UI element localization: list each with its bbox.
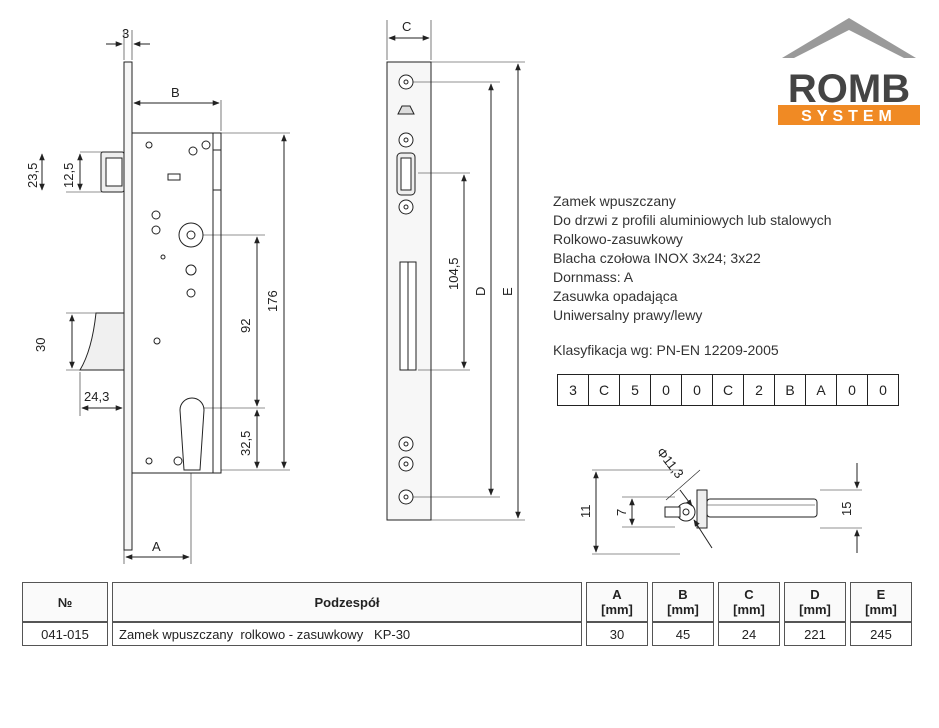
spec-table: № Podzespół A [mm] B [mm] C [mm] D [mm] … bbox=[18, 582, 916, 646]
roller-detail-view bbox=[592, 463, 862, 555]
code-cell: C bbox=[713, 375, 744, 405]
dim-E: E bbox=[500, 287, 515, 296]
dim-C: C bbox=[402, 19, 411, 34]
col-header-A: A [mm] bbox=[586, 582, 648, 622]
table-header-row: № Podzespół A [mm] B [mm] C [mm] D [mm] … bbox=[22, 582, 912, 622]
cell-B: 45 bbox=[652, 622, 714, 646]
cell-number: 041-015 bbox=[22, 622, 108, 646]
col-header-C: C [mm] bbox=[718, 582, 780, 622]
dimension-labels: 3 B C A 24,3 23,5 12,5 30 92 176 32,5 10… bbox=[25, 19, 854, 554]
code-cell: C bbox=[589, 375, 620, 405]
dim-D: D bbox=[473, 287, 488, 296]
code-cell: A bbox=[806, 375, 837, 405]
col-header-D: D [mm] bbox=[784, 582, 846, 622]
col-header-number: № bbox=[22, 582, 108, 622]
dim-phi-11-3: Φ11,3 bbox=[654, 445, 687, 482]
dim-104-5: 104,5 bbox=[446, 257, 461, 290]
classification-label: Klasyfikacja wg: PN-EN 12209-2005 bbox=[553, 342, 779, 358]
cell-A: 30 bbox=[586, 622, 648, 646]
col-header-B: B [mm] bbox=[652, 582, 714, 622]
dim-11: 11 bbox=[578, 505, 593, 519]
code-cell: B bbox=[775, 375, 806, 405]
desc-line: Uniwersalny prawy/lewy bbox=[553, 307, 703, 323]
code-cell: 0 bbox=[879, 382, 887, 398]
desc-line: Dornmass: A bbox=[553, 269, 634, 285]
code-cell: 3 bbox=[558, 375, 589, 405]
product-description: Zamek wpuszczany Do drzwi z profili alum… bbox=[553, 192, 832, 325]
code-cell: 2 bbox=[744, 375, 775, 405]
dim-176: 176 bbox=[265, 290, 280, 312]
cell-C: 24 bbox=[718, 622, 780, 646]
code-cell: 0 bbox=[651, 375, 682, 405]
desc-line: Zamek wpuszczany bbox=[553, 193, 676, 209]
cell-D: 221 bbox=[784, 622, 846, 646]
code-cell: 0 bbox=[682, 375, 713, 405]
desc-line: Zasuwka opadająca bbox=[553, 288, 678, 304]
romb-system-logo: ROMB SYSTEM bbox=[776, 16, 922, 128]
logo-text-bottom: SYSTEM bbox=[801, 108, 897, 125]
code-cell: 5 bbox=[620, 375, 651, 405]
dim-7: 7 bbox=[614, 509, 629, 516]
classification-code: 3 C 5 0 0 C 2 B A 0 0 bbox=[557, 374, 899, 406]
dim-12-5: 12,5 bbox=[61, 163, 76, 188]
col-header-part: Podzespół bbox=[112, 582, 582, 622]
dim-15: 15 bbox=[839, 502, 854, 516]
dim-B: B bbox=[171, 85, 180, 100]
desc-line: Blacha czołowa INOX 3x24; 3x22 bbox=[553, 250, 761, 266]
desc-line: Rolkowo-zasuwkowy bbox=[553, 231, 683, 247]
dim-23-5: 23,5 bbox=[25, 163, 40, 188]
dim-3: 3 bbox=[122, 26, 129, 41]
cell-E: 245 bbox=[850, 622, 912, 646]
code-cell: 0 bbox=[837, 375, 868, 405]
desc-line: Do drzwi z profili aluminiowych lub stal… bbox=[553, 212, 832, 228]
dim-92: 92 bbox=[238, 319, 253, 333]
cell-part: Zamek wpuszczany rolkowo - zasuwkowy KP-… bbox=[112, 622, 582, 646]
table-row: 041-015 Zamek wpuszczany rolkowo - zasuw… bbox=[22, 622, 912, 646]
dim-30: 30 bbox=[33, 338, 48, 352]
dim-32-5: 32,5 bbox=[238, 431, 253, 456]
dim-24-3: 24,3 bbox=[84, 389, 109, 404]
dim-A: A bbox=[152, 539, 161, 554]
lock-side-view bbox=[39, 30, 290, 564]
logo-text-top: ROMB bbox=[788, 67, 910, 111]
col-header-E: E [mm] bbox=[850, 582, 912, 622]
faceplate-front-view bbox=[386, 20, 525, 521]
